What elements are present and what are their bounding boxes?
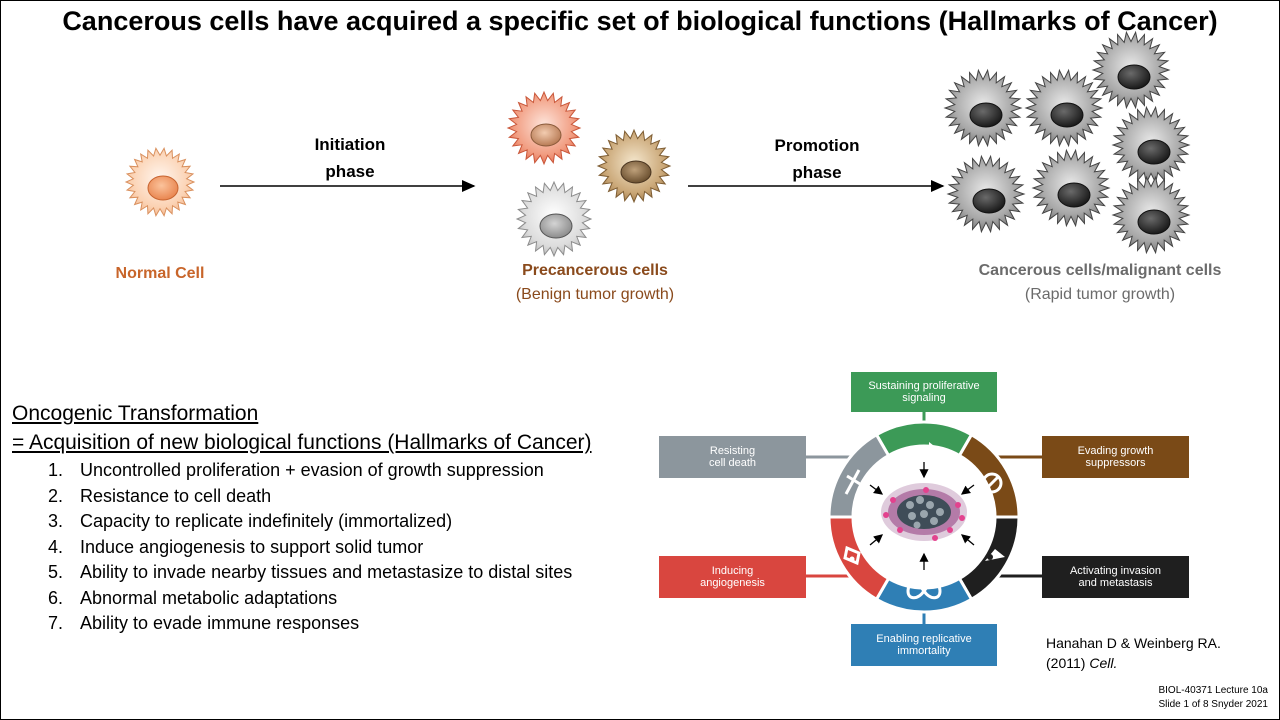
normal-cell <box>124 146 196 218</box>
footer-course: BIOL-40371 Lecture 10a <box>1158 685 1268 696</box>
initiation-label-line1: Initiation <box>314 135 386 154</box>
promotion-phase-label: Promotion phase <box>752 132 882 186</box>
list-item: 5.Ability to invade nearby tissues and m… <box>48 562 573 582</box>
dagger-icon <box>844 469 861 495</box>
inner-arrows <box>869 462 975 570</box>
list-item: 6.Abnormal metabolic adaptations <box>48 587 338 608</box>
cancerous-cell <box>1024 68 1104 148</box>
normal-cell-title: Normal Cell <box>115 265 205 282</box>
cancerous-title: Cancerous cells/malignant cells <box>978 262 1222 279</box>
promotion-label-line2: phase <box>792 163 842 182</box>
blood-vessel-icon <box>843 545 861 566</box>
cancerous-label: Cancerous cells/malignant cells (Rapid t… <box>960 259 1240 307</box>
cancerous-cell <box>946 154 1026 234</box>
slide-footer: BIOL-40371 Lecture 10a Slide 1 of 8 Snyd… <box>1158 684 1268 712</box>
footer-slide-number: Slide 1 of 8 Snyder 2021 <box>1158 699 1268 710</box>
citation: Hanahan D & Weinberg RA. (2011) Cell. <box>1046 633 1221 673</box>
cancerous-cell <box>1111 105 1191 185</box>
list-item: 2.Resistance to cell death <box>48 485 272 506</box>
citation-journal: Cell. <box>1089 655 1118 671</box>
slide-title: Cancerous cells have acquired a specific… <box>62 6 1218 36</box>
oncogenic-subheading: = Acquisition of new biological function… <box>12 431 592 454</box>
cancerous-cell <box>1031 148 1111 228</box>
list-item: 4.Induce angiogenesis to support solid t… <box>48 536 424 557</box>
precancerous-cell-red <box>506 90 582 166</box>
list-item: 1.Uncontrolled proliferation + evasion o… <box>48 460 544 480</box>
citation-authors: Hanahan D & Weinberg RA. <box>1046 635 1221 651</box>
initiation-phase-label: Initiation phase <box>290 131 410 185</box>
oncogenic-heading: Oncogenic Transformation <box>12 402 259 425</box>
promotion-label-line1: Promotion <box>774 136 860 155</box>
hallmarks-list: 1.Uncontrolled proliferation + evasion o… <box>48 458 572 637</box>
cancerous-cell <box>1091 30 1171 110</box>
hallmark-connectors <box>806 412 1042 624</box>
precancerous-cell-gray <box>515 180 593 258</box>
initiation-label-line2: phase <box>325 162 375 181</box>
infinity-icon <box>906 582 942 600</box>
hook-icon <box>985 549 1005 561</box>
cancerous-cell <box>943 68 1023 148</box>
precancerous-title: Precancerous cells <box>522 262 668 279</box>
citation-year: (2011) <box>1046 655 1086 671</box>
tumor-cluster-icon <box>881 483 967 541</box>
cancerous-cell <box>1111 175 1191 255</box>
list-item: 3.Capacity to replicate indefinitely (im… <box>48 511 453 531</box>
normal-cell-label: Normal Cell <box>90 262 230 286</box>
precancerous-label: Precancerous cells (Benign tumor growth) <box>480 259 710 307</box>
precancerous-cell-gold <box>596 128 672 204</box>
arrow-icon <box>913 442 938 467</box>
no-entry-icon <box>981 472 1003 494</box>
precancerous-subtitle: (Benign tumor growth) <box>515 286 675 303</box>
list-item: 7.Ability to evade immune responses <box>48 613 360 633</box>
cancerous-subtitle: (Rapid tumor growth) <box>1024 286 1176 303</box>
